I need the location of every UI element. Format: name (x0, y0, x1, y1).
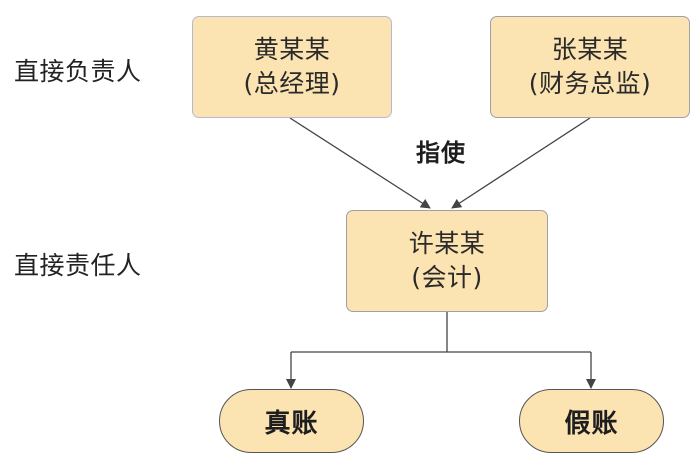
direct-responsible-person-label: 直接责任人 (14, 251, 142, 280)
node-accountant-name: 许某某 (408, 228, 486, 258)
node-finance-director-name: 张某某 (551, 34, 629, 64)
node-general-manager-name: 黄某某 (253, 34, 331, 64)
arrow-cfo-to-accountant (451, 117, 591, 209)
node-general-manager: 黄某某 (总经理) (192, 16, 392, 118)
node-accountant: 许某某 (会计) (346, 210, 548, 312)
node-finance-director: 张某某 (财务总监) (490, 16, 690, 118)
node-finance-director-role: (财务总监) (528, 69, 652, 98)
node-false-books: 假账 (519, 389, 664, 453)
instruct-label: 指使 (416, 139, 466, 167)
node-accountant-role: (会计) (411, 263, 483, 292)
direct-responsible-leader-label: 直接负责人 (14, 57, 142, 86)
arrow-gm-to-accountant (289, 117, 431, 209)
node-true-books: 真账 (219, 389, 364, 453)
node-general-manager-role: (总经理) (243, 69, 341, 98)
branch-line (291, 312, 591, 353)
